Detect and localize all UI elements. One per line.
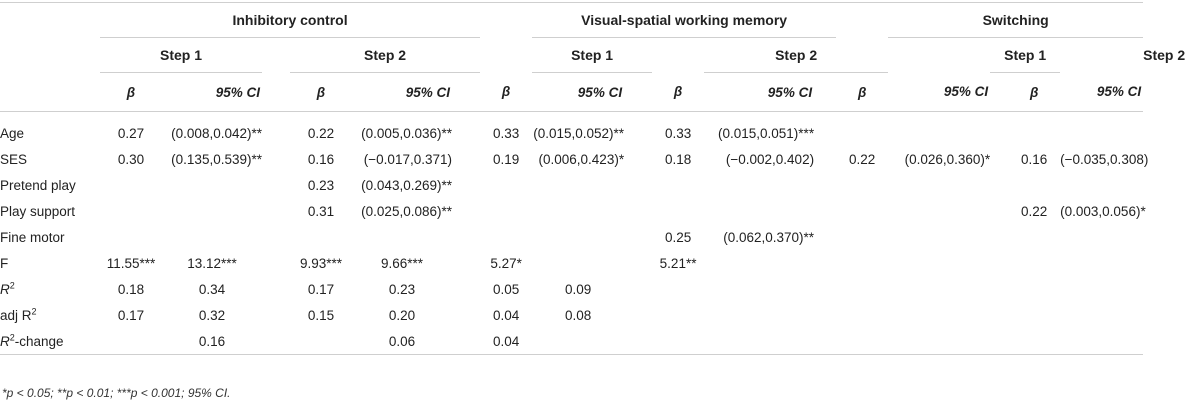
table-row-fine-motor: Fine motor 0.25 (0.062,0.370)** [0,224,1143,250]
step-header-row: Step 1 Step 2 Step 1 Step 2 Step 1 Step … [0,37,1185,73]
cell: 5.27* [490,255,522,271]
table-row-ses: SES 0.30 (0.135,0.539)** 0.16 (−0.017,0.… [0,146,1149,172]
cell: (−0.035,0.308) [1060,151,1149,167]
cell: 0.27 [117,125,145,141]
ci-header: 95% CI [704,72,815,112]
cell: 0.18 [664,151,692,167]
cell: 0.19 [492,151,520,167]
cell: 0.20 [388,307,416,323]
cell: 9.66*** [380,255,424,271]
beta-header: β [1008,72,1061,112]
cell: 0.31 [307,203,335,219]
cell: 0.22 [307,125,335,141]
step-header: Step 1 [990,37,1061,73]
table-row-r2-change: R2-change 0.16 0.06 0.04 [0,328,1144,355]
cell: (−0.017,0.371) [363,151,452,167]
cell: (0.005,0.036)** [361,125,452,141]
row-label: adj R2 [0,306,37,323]
table-row-r2: R2 0.18 0.34 0.17 0.23 0.05 0.09 [0,276,1143,302]
row-label: F [0,255,9,271]
cell: 0.16 [162,328,262,355]
cell: (0.043,0.269)** [361,177,452,193]
beta-header: β [652,72,705,112]
cell: (0.135,0.539)** [171,151,262,167]
row-label: Play support [0,203,76,219]
row-label: Pretend play [0,177,76,193]
ci-header: 95% CI [162,72,262,112]
table-row-f: F 11.55*** 13.12*** 9.93*** 9.66*** 5.27… [0,250,1143,276]
group-header-switching: Switching [888,2,1144,38]
cell: (0.008,0.042)** [171,125,262,141]
cell: (0.015,0.052)** [533,125,625,141]
table-row-pretend-play: Pretend play 0.23 (0.043,0.269)** [0,172,1143,198]
ci-header: 95% CI [1060,72,1144,112]
cell: 0.18 [117,281,145,297]
cell: 0.04 [480,328,533,355]
cell: 0.25 [664,229,692,245]
table-row-age: Age 0.27 (0.008,0.042)** 0.22 (0.005,0.0… [0,112,1143,147]
group-header-row: Inhibitory control Visual-spatial workin… [0,2,1144,38]
beta-header: β [480,72,533,112]
cell: 0.34 [198,281,226,297]
step-header: Step 2 [290,37,481,73]
cell: 11.55*** [106,255,156,271]
row-label: R2-change [0,328,100,355]
beta-header: β [100,72,162,112]
ci-header: 95% CI [888,72,991,112]
cell: (−0.002,0.402) [725,151,815,167]
cell: (0.062,0.370)** [723,229,815,245]
cell: 0.22 [1021,203,1048,219]
regression-table: Inhibitory control Visual-spatial workin… [0,2,1185,355]
cell: 0.17 [307,281,335,297]
step-header: Step 2 [704,37,889,73]
cell: 0.17 [117,307,145,323]
cell: 9.93*** [299,255,343,271]
cell: 0.08 [564,307,592,323]
cell: 0.23 [307,177,335,193]
ci-header: 95% CI [352,72,452,112]
cell: 0.05 [492,281,520,297]
table-row-adj-r2: adj R2 0.17 0.32 0.15 0.20 0.04 0.08 [0,302,1143,328]
cell: 0.33 [664,125,692,141]
cell: 0.30 [117,151,145,167]
group-header-inhibitory: Inhibitory control [100,2,481,38]
cell: 0.15 [307,307,335,323]
cell: 0.16 [307,151,335,167]
cell: 13.12*** [187,255,237,271]
beta-header: β [290,72,352,112]
cell: 0.04 [492,307,520,323]
cell: 0.32 [198,307,226,323]
cell: 5.21** [659,255,697,271]
group-header-vswm: Visual-spatial working memory [532,2,837,38]
cell: 0.22 [849,151,876,167]
row-label: R2 [0,280,15,297]
row-label: SES [0,151,28,167]
table-footnote: *p < 0.05; **p < 0.01; ***p < 0.001; 95%… [2,386,231,400]
cell: (0.006,0.423)* [538,151,625,167]
cell: 0.23 [388,281,416,297]
regression-table-figure: Inhibitory control Visual-spatial workin… [0,2,1185,400]
subheader-row: β 95% CI β 95% CI β 95% CI β 95% CI β 95… [0,72,1144,112]
step-header: Step 1 [532,37,653,73]
cell: (0.015,0.051)*** [718,125,815,141]
ci-header: 95% CI [532,72,625,112]
cell: 0.06 [352,328,452,355]
cell: (0.026,0.360)* [904,151,991,167]
cell: (0.003,0.056)* [1060,203,1146,219]
cell: 0.33 [492,125,520,141]
cell: (0.025,0.086)** [361,203,452,219]
row-label: Fine motor [0,229,65,245]
row-label: Age [0,125,25,141]
beta-header: β [836,72,889,112]
cell: 0.09 [564,281,592,297]
step-header: Step 1 [100,37,262,73]
table-row-play-support: Play support 0.31 (0.025,0.086)** 0.22 (… [0,198,1146,224]
cell: 0.16 [1021,151,1048,167]
